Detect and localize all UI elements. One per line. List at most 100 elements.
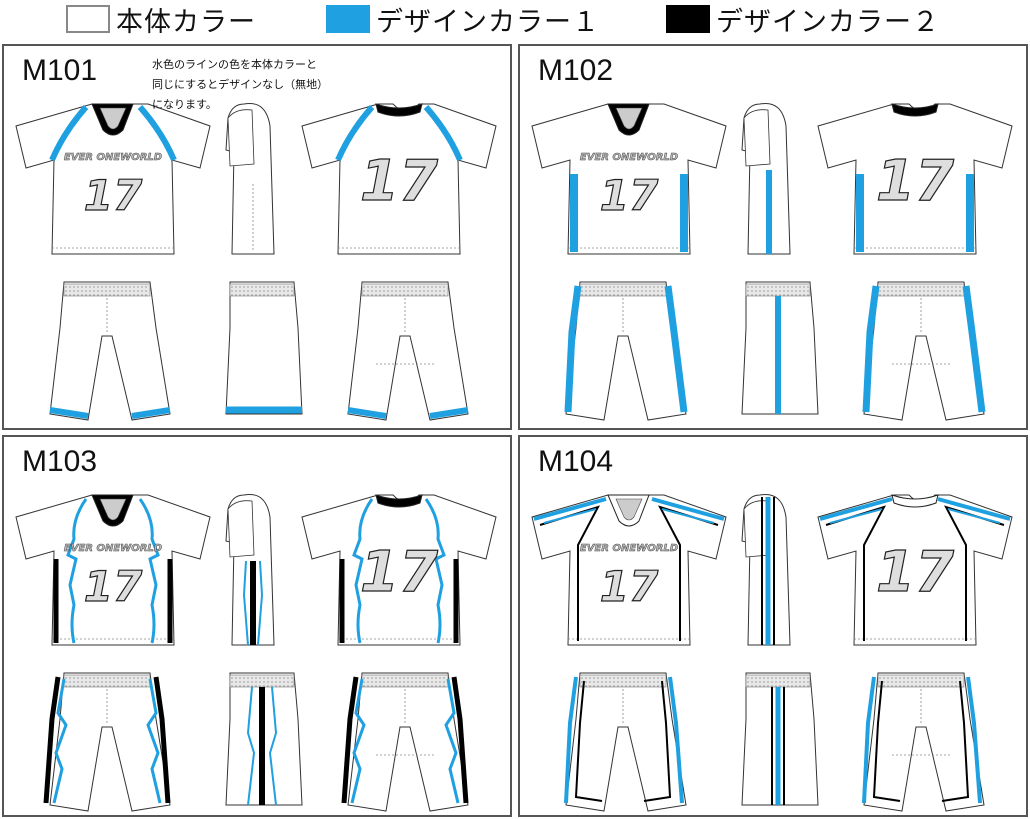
side-stripe-blue <box>242 560 264 646</box>
back-shorts <box>341 672 469 812</box>
leg-stripe <box>862 285 880 413</box>
side-stripe-blue <box>246 686 278 806</box>
lightning-stripe <box>66 498 88 644</box>
front-shorts <box>43 672 171 812</box>
black-leg-stripe <box>43 676 61 804</box>
back-collar <box>375 494 423 508</box>
side-shirt <box>225 493 275 646</box>
side-shorts-outline <box>225 281 303 415</box>
back-collar <box>891 494 939 508</box>
design-color-2-swatch <box>666 5 710 33</box>
lightning-stripe <box>444 678 460 804</box>
side-sleeve <box>227 500 255 558</box>
team-name: EVER ONEWORLD <box>64 543 162 554</box>
lightning-stripe <box>146 678 162 804</box>
side-piping <box>771 687 785 805</box>
side-shorts <box>225 672 303 806</box>
waistband <box>63 674 151 688</box>
jersey-number: 17 <box>360 540 438 605</box>
side-waistband <box>745 674 811 688</box>
team-name: EVER ONEWORLD <box>580 152 678 163</box>
front-shirt: EVER ONEWORLD 17 <box>15 494 211 646</box>
leg-stripe <box>564 676 578 804</box>
back-shirt: 17 <box>817 103 1013 255</box>
side-shirt <box>741 493 791 646</box>
side-waistband <box>229 674 295 688</box>
model-code: M102 <box>538 54 614 87</box>
jersey-number: 17 <box>876 149 954 214</box>
lightning-stripe <box>424 498 446 644</box>
waistband <box>361 283 449 297</box>
hem-stripe <box>347 407 387 419</box>
jersey-number: 17 <box>600 562 659 611</box>
front-shorts <box>564 281 688 421</box>
lightning-stripe <box>52 678 68 804</box>
legend-label: デザインカラー２ <box>716 6 940 38</box>
raglan-stripe <box>49 105 89 162</box>
design-color-1-swatch <box>326 5 370 33</box>
waistband <box>63 283 151 297</box>
raglan-stripe <box>335 105 375 162</box>
design-note: 水色のラインの色を本体カラーと 同じにするとデザインなし（無地） になります。 <box>152 58 329 111</box>
collar-inner <box>615 498 643 521</box>
side-shirt <box>225 102 275 255</box>
raglan-stripe <box>137 105 177 162</box>
front-shirt: EVER ONEWORLD 17 <box>531 103 727 255</box>
waistband <box>579 283 667 297</box>
legend-item-design-color-2: デザインカラー２ <box>666 2 940 38</box>
team-name: EVER ONEWORLD <box>580 543 678 554</box>
black-leg-stripe <box>153 676 171 804</box>
uniform-illustration: EVER ONEWORLD 17 17 <box>531 493 1013 812</box>
waistband <box>877 283 965 297</box>
shoulder-stripe <box>819 497 1011 521</box>
front-shorts <box>564 672 687 812</box>
black-leg-stripe <box>451 676 469 804</box>
black-piping <box>872 680 970 802</box>
front-shirt: EVER ONEWORLD 17 <box>531 494 727 646</box>
jersey-number: 17 <box>600 171 659 220</box>
uniform-illustration: EVER ONEWORLD 17 17 <box>15 493 497 812</box>
side-sleeve <box>227 109 255 167</box>
color-legend: 本体カラー デザインカラー１ デザインカラー２ <box>0 0 1030 40</box>
leg-stripe <box>668 676 684 804</box>
model-code: M101 <box>22 54 98 87</box>
side-shorts <box>741 281 819 415</box>
jersey-number: 17 <box>876 540 954 605</box>
legend-label: 本体カラー <box>116 6 256 38</box>
side-waistband <box>229 283 295 297</box>
lightning-stripe <box>352 498 374 644</box>
back-shirt: 17 <box>301 103 497 255</box>
collar-inner <box>99 107 127 130</box>
black-piping <box>574 680 672 802</box>
hem-stripe <box>49 407 89 419</box>
waistband <box>579 674 667 688</box>
side-waistband <box>745 283 811 297</box>
model-code: M103 <box>22 445 98 478</box>
back-shorts <box>862 672 985 812</box>
side-shirt <box>741 102 791 255</box>
raglan-stripe <box>423 105 463 162</box>
jersey-number: 17 <box>84 562 143 611</box>
collar-inner <box>99 498 127 521</box>
team-name: EVER ONEWORLD <box>64 152 162 163</box>
side-sleeve <box>743 109 771 167</box>
shorts-outline <box>347 281 469 421</box>
waistband <box>361 674 449 688</box>
shoulder-stripe <box>533 497 725 521</box>
leg-stripe <box>862 676 876 804</box>
blue-piping <box>829 508 1001 524</box>
back-collar <box>891 103 939 117</box>
legend-item-body-color: 本体カラー <box>66 2 256 38</box>
side-piping <box>761 497 775 645</box>
front-shorts <box>49 281 171 421</box>
side-shorts <box>225 281 303 415</box>
leg-stripe <box>962 285 986 413</box>
hem-stripe <box>429 407 469 419</box>
waistband <box>877 674 965 688</box>
hem-stripe <box>131 407 171 419</box>
legend-item-design-color-1: デザインカラー１ <box>326 2 600 38</box>
design-panel-m102: EVER ONEWORLD 17 17 M102 <box>518 44 1028 430</box>
